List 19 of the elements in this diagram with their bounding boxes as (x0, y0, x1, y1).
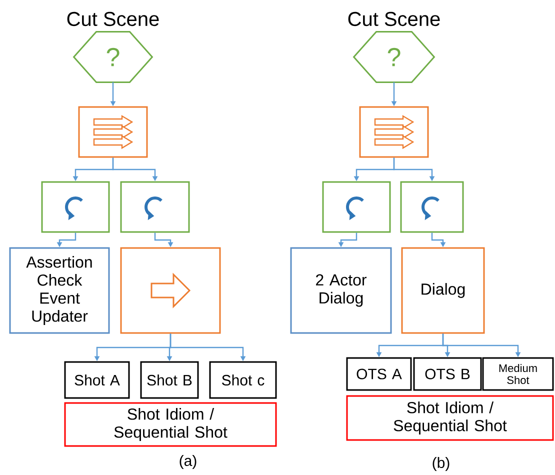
idiom-box: Shot Idiom / Sequential Shot (346, 395, 554, 441)
icon-box (41, 181, 110, 233)
icon-box (322, 181, 391, 233)
shot-box: Medium Shot (482, 357, 554, 391)
process-box: 2 Actor Dialog (290, 247, 392, 334)
shot-box: Shot B (140, 361, 199, 399)
scene-title: Cut Scene (348, 12, 440, 26)
panel-label: (b) (432, 457, 450, 471)
icon-box (120, 181, 190, 233)
shot-box: Shot c (209, 361, 277, 399)
icon-box (400, 181, 464, 233)
shot-box: OTS A (346, 357, 412, 391)
scene-title: Cut Scene (67, 12, 159, 26)
icon-box (120, 247, 221, 334)
idiom-box: Shot Idiom / Sequential Shot (64, 402, 277, 447)
shot-box: OTS B (413, 357, 482, 391)
process-box: Assertion Check Event Updater (9, 247, 110, 334)
process-box: Dialog (401, 247, 485, 334)
shot-box: Shot A (64, 361, 130, 399)
